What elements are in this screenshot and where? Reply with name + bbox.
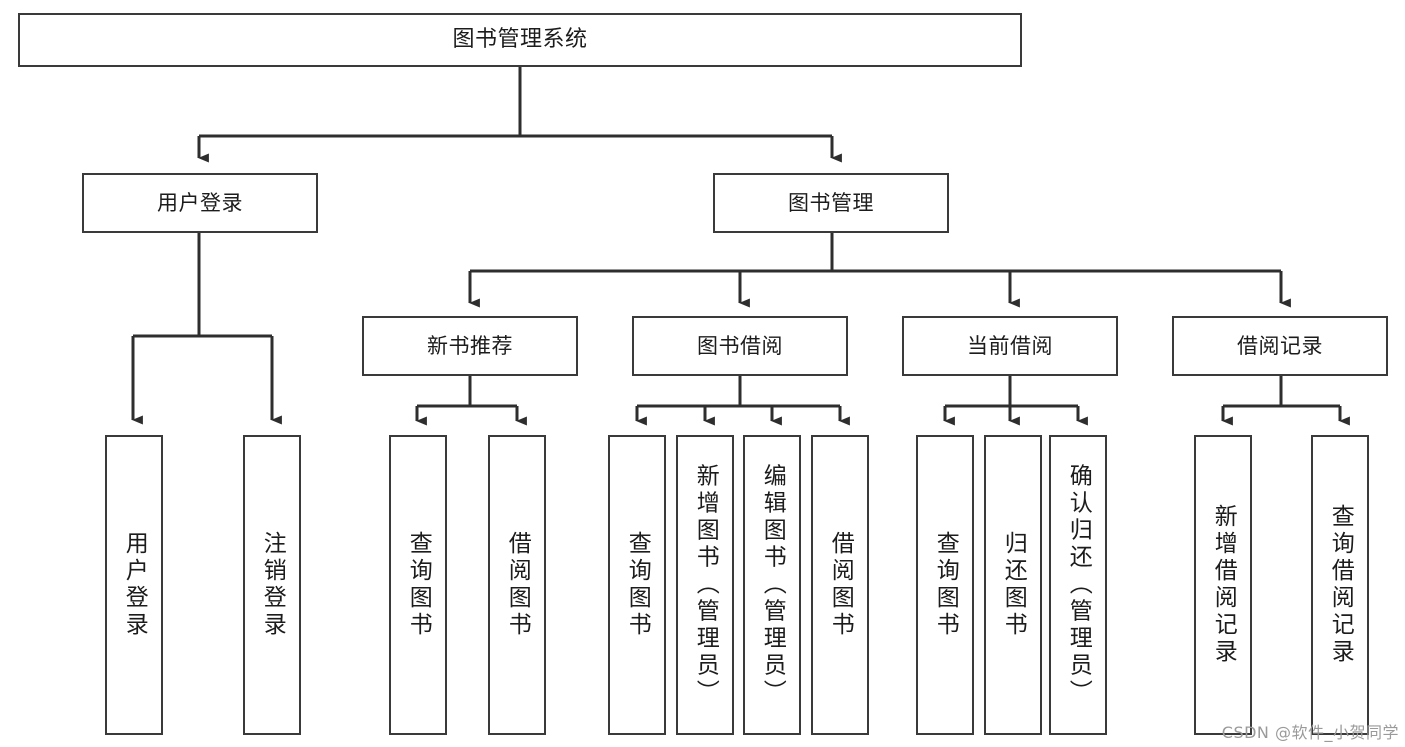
leaf-label: 新增图书（管理员） bbox=[692, 463, 719, 707]
leaf-label: 查询图书 bbox=[932, 531, 959, 639]
leaf-label: 用户登录 bbox=[121, 531, 148, 639]
leaf-borrow-record-1[interactable]: 查询借阅记录 bbox=[1311, 435, 1369, 735]
leaf-book-borrow-1[interactable]: 新增图书（管理员） bbox=[676, 435, 734, 735]
leaf-current-borrow-0[interactable]: 查询图书 bbox=[916, 435, 974, 735]
leaf-label: 新增借阅记录 bbox=[1210, 504, 1237, 666]
node-book-management-label: 图书管理 bbox=[788, 190, 874, 215]
node-current-borrow[interactable]: 当前借阅 bbox=[902, 316, 1118, 376]
leaf-book-borrow-0[interactable]: 查询图书 bbox=[608, 435, 666, 735]
leaf-current-borrow-2[interactable]: 确认归还（管理员） bbox=[1049, 435, 1107, 735]
node-root[interactable]: 图书管理系统 bbox=[18, 13, 1022, 67]
leaf-book-borrow-2[interactable]: 编辑图书（管理员） bbox=[743, 435, 801, 735]
node-book-management[interactable]: 图书管理 bbox=[713, 173, 949, 233]
leaf-book-borrow-3[interactable]: 借阅图书 bbox=[811, 435, 869, 735]
leaf-label: 查询图书 bbox=[405, 531, 432, 639]
leaf-user-login-1[interactable]: 注销登录 bbox=[243, 435, 301, 735]
node-book-borrow-label: 图书借阅 bbox=[697, 333, 783, 358]
leaf-label: 编辑图书（管理员） bbox=[759, 463, 786, 707]
leaf-current-borrow-1[interactable]: 归还图书 bbox=[984, 435, 1042, 735]
node-current-borrow-label: 当前借阅 bbox=[967, 333, 1053, 358]
watermark-text: CSDN @软件_小贺同学 bbox=[1221, 723, 1399, 742]
leaf-label: 查询图书 bbox=[624, 531, 651, 639]
leaf-label: 借阅图书 bbox=[827, 531, 854, 639]
node-borrow-record[interactable]: 借阅记录 bbox=[1172, 316, 1388, 376]
leaf-new-book-recommend-0[interactable]: 查询图书 bbox=[389, 435, 447, 735]
node-new-book-recommend[interactable]: 新书推荐 bbox=[362, 316, 578, 376]
leaf-label: 查询借阅记录 bbox=[1327, 504, 1354, 666]
node-user-login-label: 用户登录 bbox=[157, 190, 243, 215]
node-new-book-recommend-label: 新书推荐 bbox=[427, 333, 513, 358]
leaf-new-book-recommend-1[interactable]: 借阅图书 bbox=[488, 435, 546, 735]
leaf-borrow-record-0[interactable]: 新增借阅记录 bbox=[1194, 435, 1252, 735]
leaf-label: 注销登录 bbox=[259, 531, 286, 639]
node-borrow-record-label: 借阅记录 bbox=[1237, 333, 1323, 358]
leaf-label: 确认归还（管理员） bbox=[1065, 463, 1092, 707]
leaf-label: 借阅图书 bbox=[504, 531, 531, 639]
node-book-borrow[interactable]: 图书借阅 bbox=[632, 316, 848, 376]
node-root-label: 图书管理系统 bbox=[452, 27, 588, 53]
node-user-login[interactable]: 用户登录 bbox=[82, 173, 318, 233]
leaf-label: 归还图书 bbox=[1000, 531, 1027, 639]
leaf-user-login-0[interactable]: 用户登录 bbox=[105, 435, 163, 735]
